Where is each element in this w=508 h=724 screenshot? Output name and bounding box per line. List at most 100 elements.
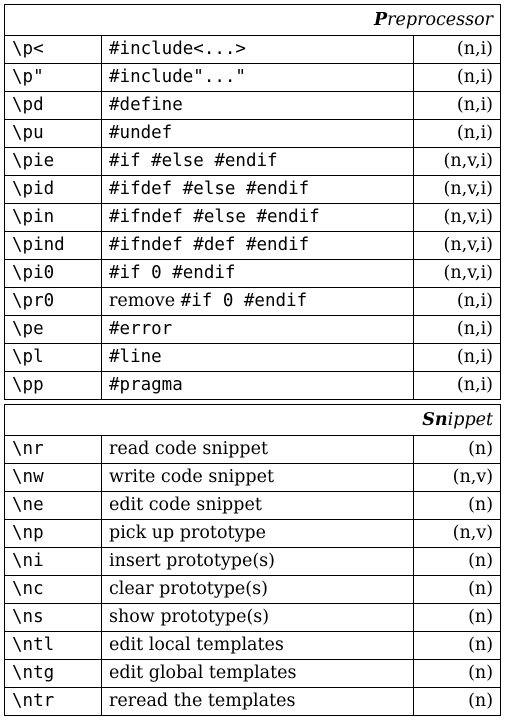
preprocessor-title-rest: reprocessor	[387, 9, 494, 30]
shortcut-key: \ns	[4, 603, 102, 632]
shortcut-description-code: #if 0 #endif	[180, 291, 308, 311]
shortcut-description: #include"..."	[101, 63, 414, 92]
shortcut-key: \nw	[4, 463, 102, 492]
shortcut-description: show prototype(s)	[101, 603, 414, 632]
shortcut-description: #ifdef #else #endif	[101, 175, 414, 204]
table-row: \pr0 remove #if 0 #endif (n,i)	[4, 287, 502, 316]
shortcut-modes: (n,i)	[412, 315, 502, 344]
table-row: \pl #line (n,i)	[4, 343, 502, 372]
shortcut-modes: (n,v,i)	[412, 259, 502, 288]
reference-card: Preprocessor \p< #include<...> (n,i) \p"…	[3, 4, 504, 716]
shortcut-key: \ntg	[4, 659, 102, 688]
shortcut-description: #error	[101, 315, 414, 344]
table-row: \pin #ifndef #else #endif (n,v,i)	[4, 203, 502, 232]
shortcut-modes: (n,i)	[412, 119, 502, 148]
shortcut-key: \pid	[4, 175, 102, 204]
table-row: \ne edit code snippet (n)	[4, 491, 502, 520]
snippet-title: Snippet	[3, 404, 502, 436]
shortcut-key: \pe	[4, 315, 102, 344]
snippet-table: Snippet \nr read code snippet (n) \nw wr…	[3, 404, 502, 716]
table-row: \pi0 #if 0 #endif (n,v,i)	[4, 259, 502, 288]
shortcut-modes: (n,v)	[412, 519, 502, 548]
shortcut-modes: (n,i)	[412, 287, 502, 316]
shortcut-modes: (n)	[412, 491, 502, 520]
shortcut-description: #define	[101, 91, 414, 120]
shortcut-modes: (n,v,i)	[412, 203, 502, 232]
table-row: \nr read code snippet (n)	[4, 435, 502, 464]
shortcut-description: edit local templates	[101, 631, 414, 660]
shortcut-description: read code snippet	[101, 435, 414, 464]
shortcut-key: \pie	[4, 147, 102, 176]
shortcut-key: \ntl	[4, 631, 102, 660]
shortcut-key: \pl	[4, 343, 102, 372]
shortcut-description: clear prototype(s)	[101, 575, 414, 604]
shortcut-key: \nr	[4, 435, 102, 464]
table-row: \pie #if #else #endif (n,v,i)	[4, 147, 502, 176]
shortcut-modes: (n,v,i)	[412, 231, 502, 260]
shortcut-description: edit global templates	[101, 659, 414, 688]
shortcut-description-prefix: remove	[109, 291, 181, 311]
shortcut-key: \pr0	[4, 287, 102, 316]
shortcut-description: #pragma	[101, 371, 414, 400]
shortcut-key: \pd	[4, 91, 102, 120]
snippet-title-bold: Sn	[422, 409, 448, 430]
table-row: \pd #define (n,i)	[4, 91, 502, 120]
shortcut-key: \p<	[4, 35, 102, 64]
shortcut-description: #include<...>	[101, 35, 414, 64]
shortcut-description: pick up prototype	[101, 519, 414, 548]
shortcut-modes: (n)	[412, 687, 502, 716]
preprocessor-header-row: Preprocessor	[3, 4, 502, 36]
preprocessor-title-bold: P	[373, 9, 388, 30]
shortcut-description: #undef	[101, 119, 414, 148]
shortcut-key: \pu	[4, 119, 102, 148]
table-row: \np pick up prototype (n,v)	[4, 519, 502, 548]
shortcut-modes: (n)	[412, 603, 502, 632]
table-row: \p< #include<...> (n,i)	[4, 35, 502, 64]
shortcut-modes: (n,i)	[412, 343, 502, 372]
shortcut-key: \ne	[4, 491, 102, 520]
shortcut-modes: (n)	[412, 575, 502, 604]
preprocessor-title: Preprocessor	[3, 4, 502, 36]
snippet-title-rest: ippet	[447, 409, 494, 430]
shortcut-key: \pi0	[4, 259, 102, 288]
snippet-header-row: Snippet	[3, 404, 502, 436]
shortcut-description: remove #if 0 #endif	[101, 287, 414, 316]
shortcut-modes: (n,v)	[412, 463, 502, 492]
table-row: \ntg edit global templates (n)	[4, 659, 502, 688]
shortcut-modes: (n,v,i)	[412, 147, 502, 176]
shortcut-key: \pin	[4, 203, 102, 232]
shortcut-key: \np	[4, 519, 102, 548]
table-row: \p" #include"..." (n,i)	[4, 63, 502, 92]
shortcut-key: \nc	[4, 575, 102, 604]
shortcut-modes: (n)	[412, 547, 502, 576]
table-row: \pid #ifdef #else #endif (n,v,i)	[4, 175, 502, 204]
preprocessor-table: Preprocessor \p< #include<...> (n,i) \p"…	[3, 4, 502, 400]
shortcut-description: write code snippet	[101, 463, 414, 492]
shortcut-description: #ifndef #else #endif	[101, 203, 414, 232]
table-row: \pp #pragma (n,i)	[4, 371, 502, 400]
table-row: \pu #undef (n,i)	[4, 119, 502, 148]
table-row: \ntr reread the templates (n)	[4, 687, 502, 716]
shortcut-modes: (n)	[412, 435, 502, 464]
shortcut-description: #ifndef #def #endif	[101, 231, 414, 260]
shortcut-modes: (n,i)	[412, 371, 502, 400]
shortcut-modes: (n,i)	[412, 63, 502, 92]
shortcut-key: \p"	[4, 63, 102, 92]
shortcut-description: #line	[101, 343, 414, 372]
shortcut-modes: (n,v,i)	[412, 175, 502, 204]
shortcut-key: \ntr	[4, 687, 102, 716]
shortcut-description: reread the templates	[101, 687, 414, 716]
shortcut-key: \ni	[4, 547, 102, 576]
table-row: \ns show prototype(s) (n)	[4, 603, 502, 632]
shortcut-modes: (n,i)	[412, 35, 502, 64]
shortcut-description: #if #else #endif	[101, 147, 414, 176]
shortcut-modes: (n)	[412, 659, 502, 688]
table-row: \ni insert prototype(s) (n)	[4, 547, 502, 576]
shortcut-modes: (n)	[412, 631, 502, 660]
table-row: \nw write code snippet (n,v)	[4, 463, 502, 492]
shortcut-description: insert prototype(s)	[101, 547, 414, 576]
table-row: \nc clear prototype(s) (n)	[4, 575, 502, 604]
table-row: \ntl edit local templates (n)	[4, 631, 502, 660]
shortcut-description: edit code snippet	[101, 491, 414, 520]
shortcut-modes: (n,i)	[412, 91, 502, 120]
